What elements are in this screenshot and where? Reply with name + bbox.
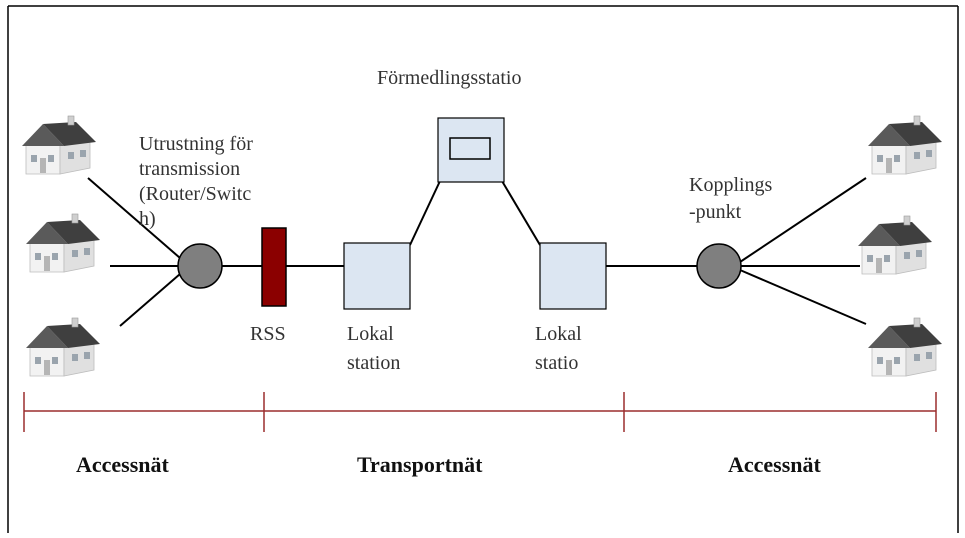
link-right-top — [739, 177, 867, 263]
exchange-station-inner — [449, 137, 491, 160]
local-station-right — [539, 242, 607, 310]
house-icon-left-top — [21, 115, 97, 175]
house-icon-left-bottom — [25, 317, 101, 377]
house-icon-right-bottom — [867, 317, 943, 377]
rss-label: RSS — [250, 323, 286, 345]
coupling-node — [696, 243, 742, 289]
exchange-station — [437, 117, 505, 183]
segment-label-access-left: Accessnät — [76, 452, 170, 477]
local-station-right-label: Lokal statio — [535, 323, 587, 374]
segment-label-transport: Transportnät — [357, 452, 483, 477]
equipment-label: Utrustning för transmission (Router/Swit… — [139, 133, 258, 230]
link-exchange-local-right — [501, 180, 541, 246]
house-icon-left-middle — [25, 213, 101, 273]
segment-label-access-right: Accessnät — [728, 452, 822, 477]
house-icon-right-middle — [857, 215, 933, 275]
transmission-node — [177, 243, 223, 289]
link-local-left-exchange — [409, 180, 441, 246]
link-left-bottom — [119, 273, 181, 327]
coupling-point-label: Kopplings -punkt — [689, 174, 777, 223]
link-left-top — [87, 177, 181, 259]
local-station-left-label: Lokal station — [347, 323, 400, 374]
link-right-bottom — [739, 269, 867, 325]
house-icon-right-top — [867, 115, 943, 175]
rss-unit — [261, 227, 287, 307]
local-station-left — [343, 242, 411, 310]
exchange-station-label: Förmedlingsstatio — [377, 67, 521, 89]
